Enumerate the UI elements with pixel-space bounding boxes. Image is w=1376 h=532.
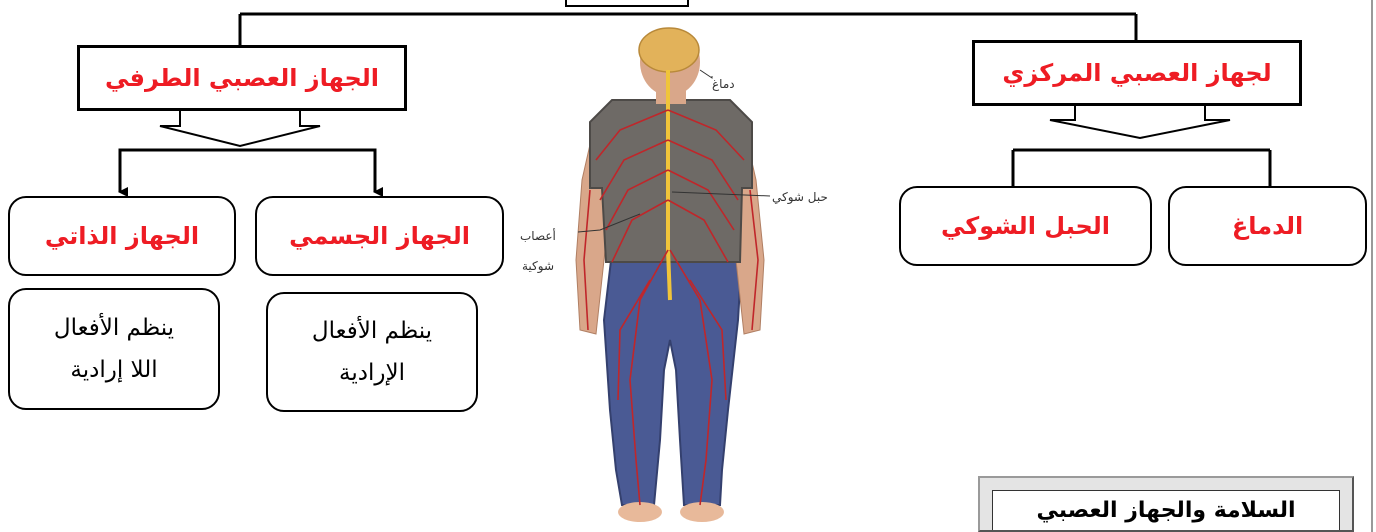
figure-legs — [604, 252, 742, 505]
section-title-frame: السلامة والجهاز العصبي — [978, 476, 1354, 532]
leader-brain — [700, 70, 712, 78]
section-title-inner: السلامة والجهاز العصبي — [992, 490, 1340, 530]
figure-label-brain: دماغ — [712, 77, 735, 91]
figure-brain — [639, 28, 699, 72]
figure-label-nerves-line1: أعصاب — [520, 228, 556, 243]
figure-right-foot — [680, 502, 724, 522]
figure-torso — [590, 100, 752, 262]
figure-spinal-cord — [668, 70, 670, 300]
section-title: السلامة والجهاز العصبي — [1036, 498, 1295, 523]
figure-label-nerves-line2: شوكية — [522, 259, 554, 274]
figure-label-spinal-cord: حبل شوكي — [772, 190, 828, 205]
